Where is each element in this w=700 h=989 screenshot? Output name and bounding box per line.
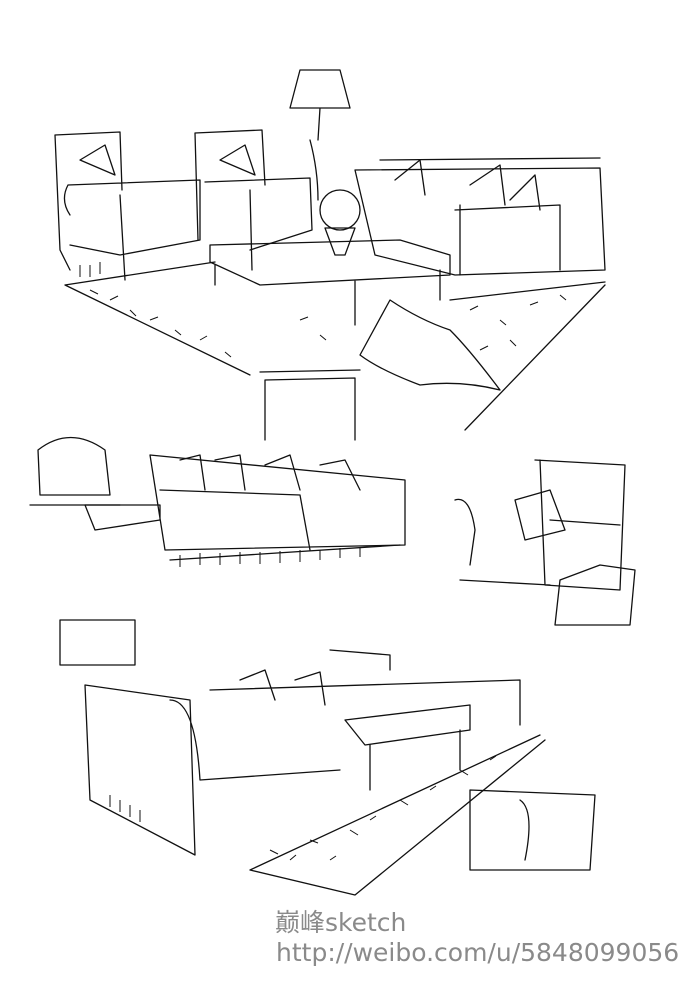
rug-hatching-top	[79, 262, 567, 358]
rug-hatching-bottom	[109, 755, 497, 861]
scene-top-living-room	[54, 69, 606, 441]
watermark-title: 巅峰sketch	[275, 908, 407, 937]
watermark-url: http://weibo.com/u/5848099056	[276, 938, 680, 967]
scene-armchair-right	[454, 459, 636, 626]
middle-hatching	[179, 547, 361, 567]
scene-middle-sofa	[29, 437, 406, 561]
scene-bottom-living-room	[59, 619, 596, 896]
